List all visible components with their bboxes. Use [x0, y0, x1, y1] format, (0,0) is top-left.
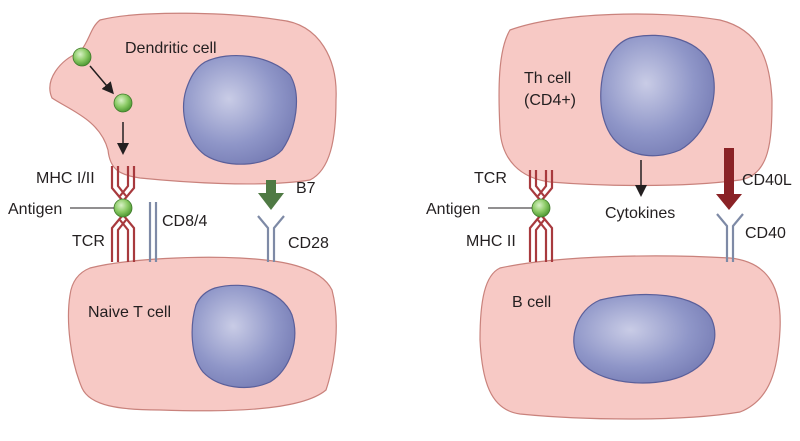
dendritic-cell-label: Dendritic cell [125, 40, 217, 57]
cd40l-arrow [716, 148, 742, 210]
presented-antigen-right [531, 198, 551, 218]
cd40-receptor [716, 213, 744, 262]
mhc-ii-label: MHC II [466, 233, 516, 250]
left-panel: Dendritic cell Naive T cell [8, 12, 337, 412]
mhc-ii-molecule [528, 215, 554, 262]
mhc-molecule [110, 166, 136, 201]
cd40l-label: CD40L [742, 172, 792, 189]
cytokines-label: Cytokines [605, 205, 675, 222]
cd28-label: CD28 [288, 235, 329, 252]
cd8-4-label: CD8/4 [162, 213, 207, 230]
b7-arrow [258, 180, 284, 210]
presented-antigen [113, 198, 133, 218]
th-cell-label-line2: (CD4+) [524, 92, 576, 109]
th-cell-label-line1: Th cell [524, 70, 571, 87]
uptake-arrow [89, 65, 114, 95]
naive-t-cell-label: Naive T cell [88, 304, 171, 321]
antigen-sphere-inside [113, 93, 133, 113]
tcr-molecule-right [528, 170, 554, 201]
tcr-label-right: TCR [474, 170, 507, 187]
cd28-receptor [257, 215, 285, 262]
b7-label: B7 [296, 180, 316, 197]
antigen-label-right: Antigen [426, 201, 480, 218]
mhc-label: MHC I/II [36, 170, 95, 187]
tcr-label: TCR [72, 233, 105, 250]
th-cell-nucleus [600, 34, 715, 157]
b-cell-label: B cell [512, 294, 551, 311]
b-cell-nucleus [573, 293, 716, 384]
antigen-label: Antigen [8, 201, 62, 218]
naive-t-cell-nucleus [191, 284, 296, 389]
dendritic-cell-nucleus [183, 55, 297, 165]
antigen-sphere-outside [72, 47, 92, 67]
cd8-4-coreceptor [148, 202, 158, 262]
right-panel: Th cell (CD4+) B cell [426, 13, 792, 420]
cd40-label: CD40 [745, 225, 786, 242]
tcr-molecule [110, 215, 136, 262]
